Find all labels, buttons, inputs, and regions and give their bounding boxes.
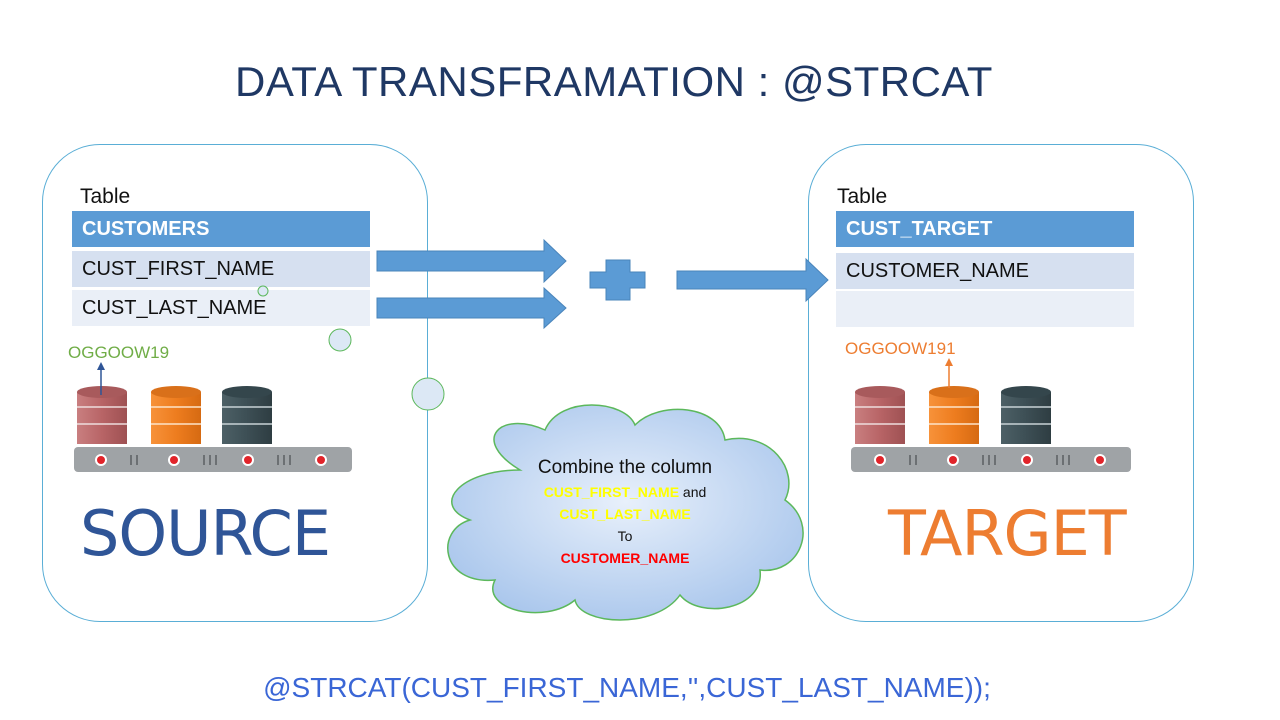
arrow-last-name <box>376 286 567 330</box>
target-label: TARGET <box>888 497 1127 570</box>
source-label: SOURCE <box>80 497 331 570</box>
target-table-caption: Table <box>837 185 888 208</box>
bubble-small <box>257 285 269 297</box>
strcat-formula: @STRCAT(CUST_FIRST_NAME,'',CUST_LAST_NAM… <box>263 672 991 703</box>
source-column-first-name: CUST_FIRST_NAME <box>72 251 370 287</box>
source-server-label: OGGOOW19 <box>68 343 170 362</box>
cloud-and: and <box>679 484 707 500</box>
target-column-customer-name: CUSTOMER_NAME <box>836 253 1134 289</box>
bubble-large <box>411 377 445 411</box>
cloud-line-first: CUST_FIRST_NAME and <box>470 481 780 503</box>
arrow-first-name <box>376 238 567 284</box>
target-table-name: CUST_TARGET <box>836 211 1134 247</box>
bubble-medium <box>328 328 352 352</box>
target-panel <box>808 144 1194 622</box>
plus-icon <box>589 259 646 301</box>
cloud-text: Combine the column CUST_FIRST_NAME and C… <box>470 455 780 569</box>
arrow-to-target <box>676 257 829 303</box>
source-column-last-name: CUST_LAST_NAME <box>72 290 370 326</box>
page-title: DATA TRANSFRAMATION : @STRCAT <box>235 58 993 105</box>
cloud-col-last-name: CUST_LAST_NAME <box>559 506 691 522</box>
cloud-to: To <box>617 528 633 544</box>
cloud-result-column: CUSTOMER_NAME <box>560 550 690 566</box>
cloud-col-first-name: CUST_FIRST_NAME <box>543 484 680 500</box>
target-server-label: OGGOOW191 <box>845 339 956 358</box>
source-table-caption: Table <box>80 185 131 208</box>
source-table-name: CUSTOMERS <box>72 211 370 247</box>
cloud-shape <box>447 404 804 621</box>
cloud-line-combine: Combine the column <box>537 457 713 478</box>
target-column-empty <box>836 291 1134 327</box>
source-database-rack-icon <box>74 362 352 472</box>
target-database-rack-icon <box>851 358 1131 472</box>
